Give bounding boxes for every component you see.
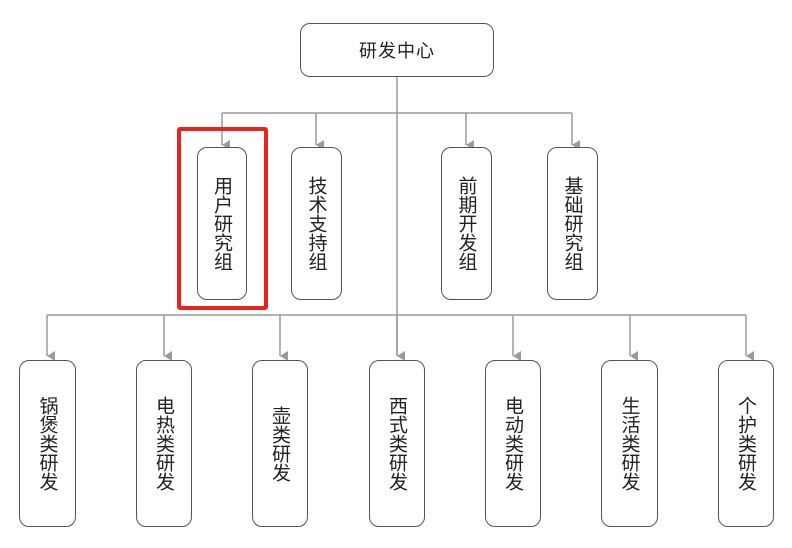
group-node-label: 技术支持组 bbox=[305, 176, 328, 271]
category-node-kettle[interactable]: 壶类研发 bbox=[252, 360, 308, 527]
root-node[interactable]: 研发中心 bbox=[300, 23, 494, 77]
group-node-tech-support[interactable]: 技术支持组 bbox=[291, 147, 342, 300]
group-node-pre-development[interactable]: 前期开发组 bbox=[441, 147, 492, 300]
highlight-frame bbox=[177, 127, 268, 310]
category-node-label: 锅煲类研发 bbox=[36, 396, 59, 491]
category-node-label: 西式类研发 bbox=[386, 396, 408, 491]
group-node-user-research[interactable]: 用户研究组 bbox=[197, 147, 247, 300]
category-node-personal-care[interactable]: 个护类研发 bbox=[718, 360, 774, 527]
category-node-electric-heat[interactable]: 电热类研发 bbox=[136, 360, 192, 527]
category-node-electric-motor[interactable]: 电动类研发 bbox=[485, 360, 541, 527]
group-node-label: 前期开发组 bbox=[455, 176, 478, 271]
category-node-lifestyle[interactable]: 生活类研发 bbox=[601, 360, 658, 527]
category-node-pot[interactable]: 锅煲类研发 bbox=[19, 360, 76, 527]
category-node-label: 个护类研发 bbox=[735, 396, 757, 491]
category-node-label: 电热类研发 bbox=[153, 396, 175, 491]
group-node-basic-research[interactable]: 基础研究组 bbox=[547, 147, 598, 300]
category-node-label: 电动类研发 bbox=[502, 396, 524, 491]
category-node-western[interactable]: 西式类研发 bbox=[369, 360, 425, 527]
category-node-label: 壶类研发 bbox=[269, 405, 291, 482]
category-node-label: 生活类研发 bbox=[618, 396, 641, 491]
group-node-label: 基础研究组 bbox=[561, 176, 584, 271]
group-node-label: 用户研究组 bbox=[211, 176, 233, 271]
root-node-label: 研发中心 bbox=[359, 41, 435, 62]
